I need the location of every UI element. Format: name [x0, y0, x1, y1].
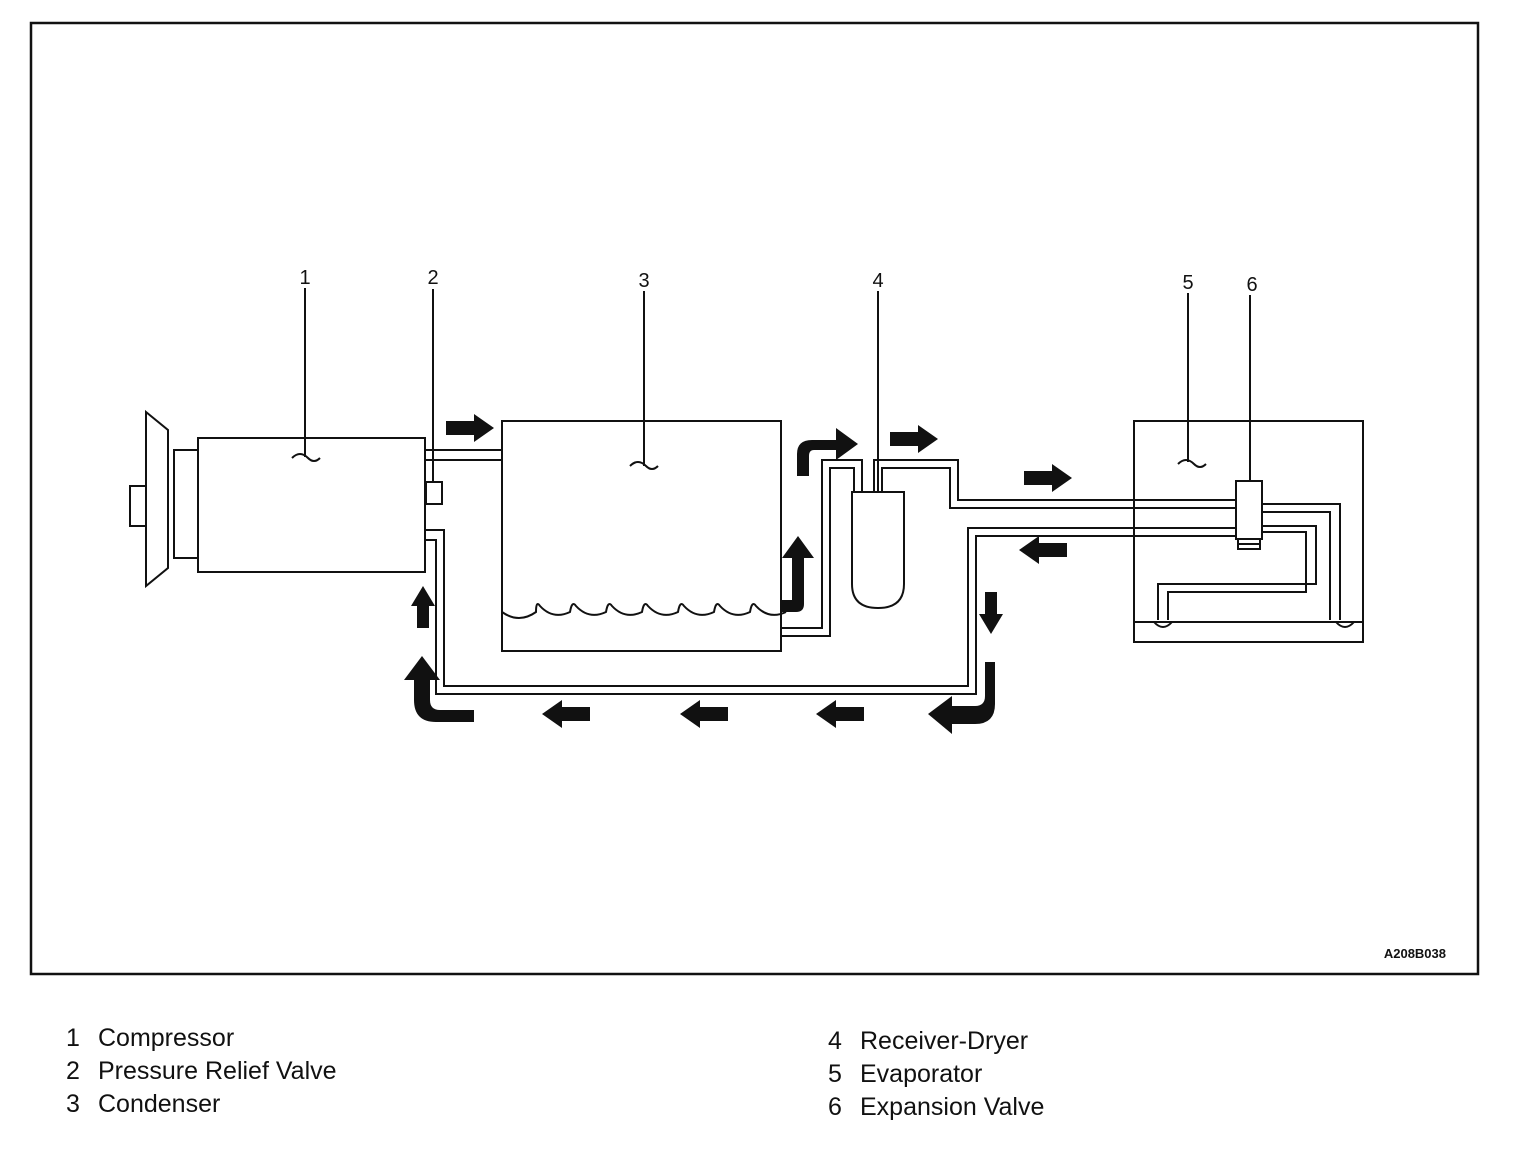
flow-arrow-right — [446, 414, 494, 442]
legend-column-right: 4 Receiver-Dryer 5 Evaporator 6 Expansio… — [828, 1025, 1044, 1124]
refrigerant-lines — [425, 449, 1236, 695]
legend-item: 4 Receiver-Dryer — [828, 1025, 1044, 1058]
legend-label: Expansion Valve — [860, 1093, 1045, 1121]
flow-arrow-left — [542, 700, 590, 728]
expansion-valve — [1235, 480, 1263, 550]
legend-label: Receiver-Dryer — [860, 1027, 1029, 1055]
callout-4: 4 — [872, 270, 883, 292]
callout-3: 3 — [638, 270, 649, 292]
flow-arrow-curved — [928, 662, 995, 734]
legend-number: 4 — [828, 1027, 842, 1055]
flow-arrows — [404, 414, 1072, 734]
flow-arrow-curved — [404, 656, 474, 722]
callout-5: 5 — [1182, 272, 1193, 294]
ac-system-diagram: 1 2 3 4 5 6 A208B038 — [29, 21, 1480, 976]
flow-arrow-right — [1024, 464, 1072, 492]
legend-item: 3 Condenser — [66, 1088, 337, 1121]
legend-label: Compressor — [98, 1024, 235, 1052]
pressure-relief-valve — [425, 481, 443, 505]
callout-2: 2 — [427, 267, 438, 289]
flow-arrow-left — [680, 700, 728, 728]
figure-id: A208B038 — [1384, 946, 1446, 961]
flow-arrow-curved — [797, 428, 858, 476]
callout-1: 1 — [299, 267, 310, 289]
condenser-body — [501, 420, 782, 652]
legend-item: 2 Pressure Relief Valve — [66, 1055, 337, 1088]
compressor-body — [197, 437, 426, 573]
legend-item: 1 Compressor — [66, 1022, 337, 1055]
legend-item: 6 Expansion Valve — [828, 1091, 1044, 1124]
condenser — [501, 420, 787, 652]
compressor-clutch — [173, 449, 199, 559]
legend-number: 3 — [66, 1090, 80, 1118]
compressor — [129, 409, 426, 589]
legend-number: 1 — [66, 1024, 80, 1052]
condenser-liquid-level — [501, 603, 787, 619]
flow-arrow-left — [1019, 536, 1067, 564]
legend-label: Condenser — [98, 1090, 221, 1118]
legend-label: Pressure Relief Valve — [98, 1057, 337, 1085]
flow-arrow-down — [979, 592, 1003, 634]
legend-number: 2 — [66, 1057, 80, 1085]
callout-leaders — [304, 288, 1251, 492]
flow-arrow-left — [816, 700, 864, 728]
legend-number: 5 — [828, 1060, 842, 1088]
flow-arrow-up — [411, 586, 435, 628]
legend-column-left: 1 Compressor 2 Pressure Relief Valve 3 C… — [66, 1022, 337, 1121]
legend-number: 6 — [828, 1093, 842, 1121]
flow-arrow-curved — [782, 536, 814, 612]
flow-arrow-right — [890, 425, 938, 453]
compressor-pulley-hub — [129, 485, 147, 527]
legend-label: Evaporator — [860, 1060, 983, 1088]
compressor-pulley — [145, 409, 169, 589]
callout-6: 6 — [1246, 274, 1257, 296]
receiver-dryer — [851, 491, 905, 610]
figure-frame — [29, 21, 1480, 976]
legend-item: 5 Evaporator — [828, 1058, 1044, 1091]
